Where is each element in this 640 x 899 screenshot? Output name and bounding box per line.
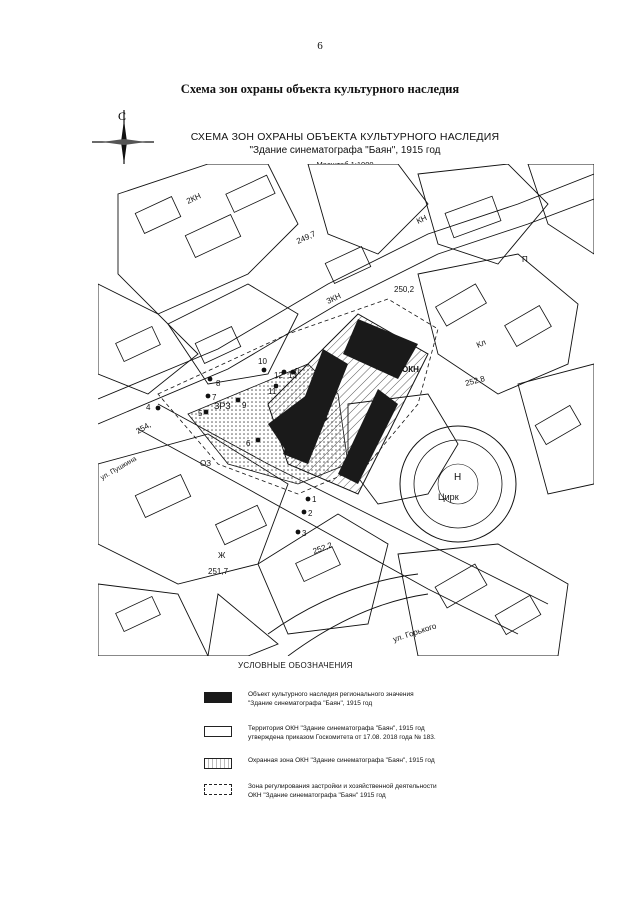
heritage-object [268,319,418,484]
north-arrow-icon: С [92,109,154,174]
legend-text: Территория ОКН "Здание синематографа "Ба… [248,724,508,742]
legend-text-line: Зона регулирования застройки и хозяйстве… [248,783,437,790]
point-label: 2 [308,509,313,518]
document-title: Схема зон охраны объекта культурного нас… [180,82,460,96]
elevation-label: 250,2 [394,285,415,294]
legend-swatch-regulation-zone [204,784,232,795]
legend-text-line: утверждена приказом Госкомитета от 17.08… [248,734,436,741]
legend-text: Охранная зона ОКН "Здание синематографа … [248,756,508,765]
point-label: 1 [312,495,317,504]
legend-title: УСЛОВНЫЕ ОБОЗНАЧЕНИЯ [238,661,353,670]
point-label: 11 [268,387,277,396]
site-plan-svg: 1 2 3 4 5 6 7 8 9 10 11 12 13 ЗРЗ ОЗ ОКН… [98,164,594,656]
point-label: 9 [242,401,247,410]
point-label: 4 [146,403,151,412]
page-number: 6 [317,40,323,52]
legend-text: Зона регулирования застройки и хозяйстве… [248,782,508,800]
point-label: 5 [198,409,203,418]
point-label: 10 [258,357,267,366]
legend-text-line: ОКН "Здание синематографа "Баян" 1915 го… [248,792,386,799]
zone-label-zrz: ЗРЗ [214,401,231,411]
circus [399,425,517,543]
zone-labels: ЗРЗ ОЗ ОКН [200,365,419,468]
point-label: 12 [274,371,283,380]
scheme-object-name: "Здание синематографа "Баян", 1915 год [249,145,441,156]
scheme-title: СХЕМА ЗОН ОХРАНЫ ОБЪЕКТА КУЛЬТУРНОГО НАС… [190,131,500,143]
site-plan-map: 1 2 3 4 5 6 7 8 9 10 11 12 13 ЗРЗ ОЗ ОКН… [98,164,594,656]
point-label: 8 [216,379,221,388]
point-label: 13 [288,371,297,380]
compass-letter: С [118,109,126,123]
boundary-points [155,367,311,535]
legend-swatch-object [204,692,232,703]
building-label: КН [415,213,428,226]
legend-swatch-protection-zone [204,758,232,769]
point-label: 3 [302,529,307,538]
building-label: Л [294,367,299,376]
point-label: 7 [212,393,217,402]
building-label: Кл [475,338,488,350]
building-label: Ж [218,551,226,560]
zone-label-okn: ОКН [402,365,419,374]
legend-text-line: Территория ОКН "Здание синематографа "Ба… [248,725,425,732]
legend-text-line: "Здание синематографа "Баян", 1915 год [248,700,373,707]
regulation-zone [157,298,439,495]
legend-text-line: Охранная зона ОКН "Здание синематографа … [248,757,435,764]
circus-letter: Н [454,472,461,483]
legend-swatch-territory [204,726,232,737]
legend-text: Объект культурного наследия региональног… [248,690,508,708]
point-label: 6 [246,439,251,448]
zone-label-oz: ОЗ [200,459,211,468]
legend-text-line: Объект культурного наследия региональног… [248,691,414,698]
circus-label: Цирк [438,492,459,502]
point-labels: 1 2 3 4 5 6 7 8 9 10 11 12 13 [146,357,317,538]
buildings [115,174,582,636]
building-label: П [522,255,528,264]
elevation-label: 251,7 [208,567,229,576]
